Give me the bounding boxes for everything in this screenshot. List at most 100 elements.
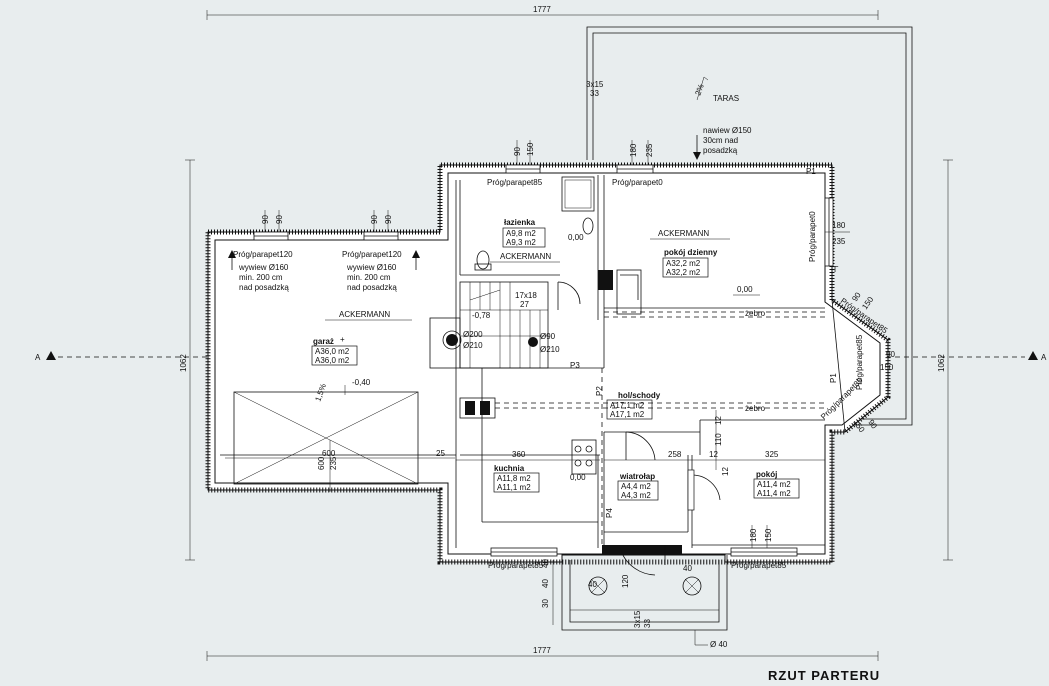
entry-d40b: 40 [683,564,692,573]
vent-g2: wywiew Ø160 [346,263,397,272]
vent-g2c: nad posadzką [347,283,397,292]
dim-40b: 40 [541,559,550,568]
room-name-bath: łazienka [504,218,536,227]
sill-kitchen: Próg/parapet85 [488,561,544,570]
gw2-90b: 90 [384,215,393,224]
room-area2-garage: A36,0 m2 [315,356,350,365]
room-area1-room: A11,4 m2 [757,480,791,489]
entry-d40: Ø 40 [710,640,728,649]
chimney4: Ø210 [540,345,560,354]
dim-40a: 40 [541,579,550,588]
lw-235: 235 [645,143,654,157]
vent-g2b: min. 200 cm [347,273,391,282]
room: pokój A11,4 m2 A11,4 m2 180 150 Próg/par… [730,470,800,570]
top-dim-text: 1777 [533,5,551,14]
room-area2-living: A32,2 m2 [666,268,701,277]
sill-bath: Próg/parapet85 [487,178,543,187]
bathroom: 90 150 Próg/parapet85 0,00 łazienka A9,8… [474,140,595,271]
bw-90: 90 [513,147,522,156]
p3: P3 [570,361,580,370]
level-stairs: -0,78 [472,311,491,320]
p4: P4 [605,508,614,518]
sill-garage2: Próg/parapet120 [342,250,402,259]
dim-30: 30 [541,599,550,608]
vestibule: wiatrołap A4,4 m2 A4,3 m2 P4 [602,469,721,576]
ackermann-living: ACKERMANN [658,229,709,238]
room-area1-kitchen: A11,8 m2 [497,474,531,483]
sill-garage1: Próg/parapet120 [233,250,293,259]
level-kitchen: 0,00 [570,473,586,482]
stairs: 17x18 27 -0,78 [459,281,581,369]
level-bath: 0,00 [568,233,584,242]
room-name-room: pokój [756,470,777,479]
hall: hol/schody A17,1 m2 A17,1 m2 żebro P2 P3… [495,361,825,545]
sill-living-top: Próg/parapet0 [612,178,663,187]
stairs-label2: 27 [520,300,529,309]
lw-180: 180 [629,143,638,157]
dim-120: 120 [621,574,630,588]
dim-360: 360 [512,450,526,459]
vent-g1: wywiew Ø160 [238,263,289,272]
bottom-dimension: 1777 [206,646,879,661]
vent-taras: nawiew Ø150 [703,126,752,135]
room-area2-vestibule: A4,3 m2 [621,491,651,500]
terrace-stairs-label: 3x15 [586,80,604,89]
bw-150: 150 [526,142,535,156]
sill-living-right: Próg/parapet0 [808,211,817,262]
entry-d40a: 40 [588,580,597,589]
entry-stairs: 3x15 [633,610,642,628]
dim-12a: 12 [709,450,718,459]
terrace: TARAS 3x15 33 2% nawiew Ø150 30cm nad po… [586,26,913,426]
p1-right: P1 [829,373,838,383]
bay-150b: 150 [880,363,894,372]
room-area2-kitchen: A11,1 m2 [497,483,531,492]
kitchen: 360 kuchnia A11,8 m2 A11,1 m2 0,00 Próg/… [456,439,600,570]
bay-90b: 90 [886,350,895,359]
room-name-garage: garaż [313,337,334,346]
ackermann-garage: ACKERMANN [339,310,390,319]
room-area2-bath: A9,3 m2 [506,238,536,247]
level-living: 0,00 [737,285,753,294]
room-area1-vestibule: A4,4 m2 [621,482,651,491]
room-area1-garage: A36,0 m2 [315,347,350,356]
room-area2-room: A11,4 m2 [757,489,791,498]
chimneys: Ø200 Ø210 Ø90 Ø210 [429,269,642,419]
p1-mark: Γ [834,265,839,274]
garage-cross: + [340,335,345,344]
room-area1-bath: A9,8 m2 [506,229,536,238]
vent-g1c: nad posadzką [239,283,289,292]
gw2-90a: 90 [370,215,379,224]
room-name-hall: hol/schody [618,391,661,400]
rw-150: 150 [764,528,773,542]
terrace-label: TARAS [713,94,739,103]
garage: 600 25 600 235 90 90 90 90 Próg/parapet1… [225,210,455,492]
sill-room: Próg/parapet85 [731,561,787,570]
room-name-living: pokój dzienny [664,248,718,257]
p2: P2 [595,386,604,396]
room-area1-hall: A17,1 m2 [610,401,645,410]
sill-bay2: Próg/parapet85 [855,334,864,390]
bay-150a: 150 [860,295,875,312]
vent-taras3: posadzką [703,146,738,155]
top-dimension: 1777 [206,5,879,20]
level-garage: -0,40 [352,378,371,387]
chimney2: Ø210 [463,341,483,350]
bay-90c: 90 [866,418,879,431]
drawing-title: RZUT PARTERU [768,668,880,683]
terrace-stairs-label2: 33 [590,89,599,98]
right-dimension: 1062 [937,159,953,561]
dim-325: 325 [765,450,779,459]
right-dim-text: 1062 [937,354,946,372]
p1-top: P1 [806,167,816,176]
lrw-235: 235 [832,237,846,246]
garage-dim-600: 600 [322,449,336,458]
rw-180: 180 [749,528,758,542]
garage-dim-25: 25 [436,449,445,458]
section-marker-left: A [35,353,41,362]
gw1-90b: 90 [275,215,284,224]
stairs-label: 17x18 [515,291,537,300]
room-area2-hall: A17,1 m2 [610,410,645,419]
ackermann-bath: ACKERMANN [500,252,551,261]
left-dim-text: 1062 [179,354,188,372]
chimney3: Ø90 [540,332,556,341]
